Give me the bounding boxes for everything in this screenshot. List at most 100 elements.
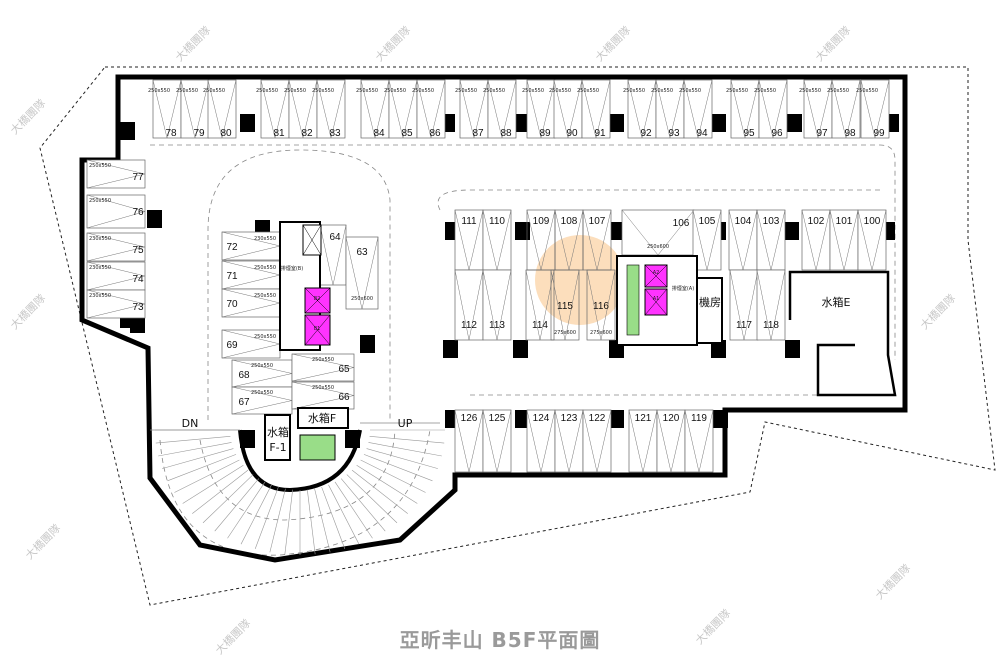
space-size-label: 250x550 — [251, 390, 273, 396]
space-size-label: 250x550 — [312, 88, 334, 94]
parking-space: 123 — [554, 409, 584, 473]
parking-space-number: 83 — [329, 128, 341, 139]
space-size-label: 250x550 — [679, 88, 701, 94]
parking-space-number: 111 — [461, 216, 477, 227]
space-size-label: 250x550 — [356, 88, 378, 94]
space-size-label: 250x550 — [176, 88, 198, 94]
parking-space-number: 124 — [533, 413, 550, 424]
space-size-label: 250x550 — [89, 163, 111, 169]
parking-space-number: 107 — [589, 216, 606, 227]
parking-space-number: 121 — [635, 413, 652, 424]
space-size-label: 250x550 — [651, 88, 673, 94]
parking-space-number: 116 — [593, 301, 609, 312]
parking-space-number: 85 — [401, 128, 413, 139]
parking-space: 83 250x550 — [312, 79, 346, 139]
column — [713, 410, 728, 428]
parking-space-number: 102 — [808, 216, 825, 227]
stair-a — [626, 264, 640, 336]
site-boundary — [39, 66, 996, 606]
parking-space-number: 115 — [557, 301, 573, 312]
structural-columns — [120, 114, 899, 448]
column — [147, 210, 162, 228]
parking-space-number: 79 — [193, 128, 205, 139]
space-size-label: 250x550 — [203, 88, 225, 94]
watermark-text: 大橋團隊 — [872, 561, 913, 602]
parking-space-number: 113 — [489, 320, 505, 331]
parking-space: 101 — [829, 209, 859, 271]
parking-space-number: 64 — [329, 232, 341, 243]
space-size-label: 230x550 — [254, 236, 276, 242]
column — [130, 315, 145, 333]
ramp-up-label: UP — [398, 417, 413, 430]
watermark-text: 大橋團隊 — [7, 291, 48, 332]
parking-space: 72 230x550 — [221, 231, 281, 261]
core-b: B2 B1 排煙室(B) — [279, 221, 331, 351]
parking-space-number: 118 — [763, 320, 779, 331]
parking-space-number: 95 — [743, 128, 755, 139]
stair-b — [299, 434, 336, 461]
parking-space: 79 250x550 — [176, 79, 210, 139]
space-size-label: 250x550 — [856, 88, 878, 94]
parking-space-number: 84 — [373, 128, 385, 139]
space-size-label: 250x550 — [412, 88, 434, 94]
smoke-room-a-label: 排煙室(A) — [672, 285, 694, 292]
parking-space-number: 97 — [816, 128, 828, 139]
space-size-label: 250x550 — [623, 88, 645, 94]
tank-f1-label-a: 水箱 — [267, 425, 289, 439]
ramp-steps — [155, 429, 445, 555]
parking-space-number: 104 — [735, 216, 752, 227]
watermark-text: 大橋團隊 — [7, 96, 48, 137]
parking-space: 126 — [454, 409, 484, 473]
parking-space-number: 114 — [532, 320, 548, 331]
parking-space: 120 — [656, 409, 686, 473]
parking-space: 111 — [454, 209, 484, 271]
tank-e-label: 水箱E — [822, 295, 851, 309]
parking-space-number: 72 — [226, 242, 238, 253]
parking-space: 114 — [525, 269, 555, 341]
space-size-label: 250x550 — [827, 88, 849, 94]
core-a: A2 A1 排煙室(A) — [616, 255, 698, 346]
parking-space-number: 99 — [873, 128, 885, 139]
space-size-label: 250x550 — [89, 198, 111, 204]
parking-space-number: 106 — [673, 218, 690, 229]
parking-space-number: 75 — [132, 245, 144, 256]
parking-space-number: 74 — [132, 274, 144, 285]
parking-space-number: 82 — [301, 128, 313, 139]
space-size-label: 250x600 — [351, 296, 373, 302]
column — [513, 340, 528, 358]
column — [785, 340, 800, 358]
parking-space-number: 125 — [489, 413, 506, 424]
parking-space-number: 77 — [132, 172, 144, 183]
column — [609, 114, 624, 132]
parking-space-number: 73 — [132, 302, 144, 313]
parking-space-number: 86 — [429, 128, 441, 139]
space-size-label: 250x550 — [799, 88, 821, 94]
column — [711, 114, 726, 132]
parking-space-number: 69 — [226, 340, 238, 351]
column — [360, 335, 375, 353]
elevator-b1-label: B1 — [314, 326, 321, 332]
parking-space: 118 — [756, 269, 786, 341]
parking-space-number: 123 — [561, 413, 578, 424]
tank-f: 水箱F — [297, 407, 349, 429]
column — [345, 430, 360, 448]
parking-space-number: 103 — [763, 216, 780, 227]
space-size-label: 250x550 — [254, 265, 276, 271]
space-size-label: 250x550 — [256, 88, 278, 94]
column — [711, 340, 726, 358]
